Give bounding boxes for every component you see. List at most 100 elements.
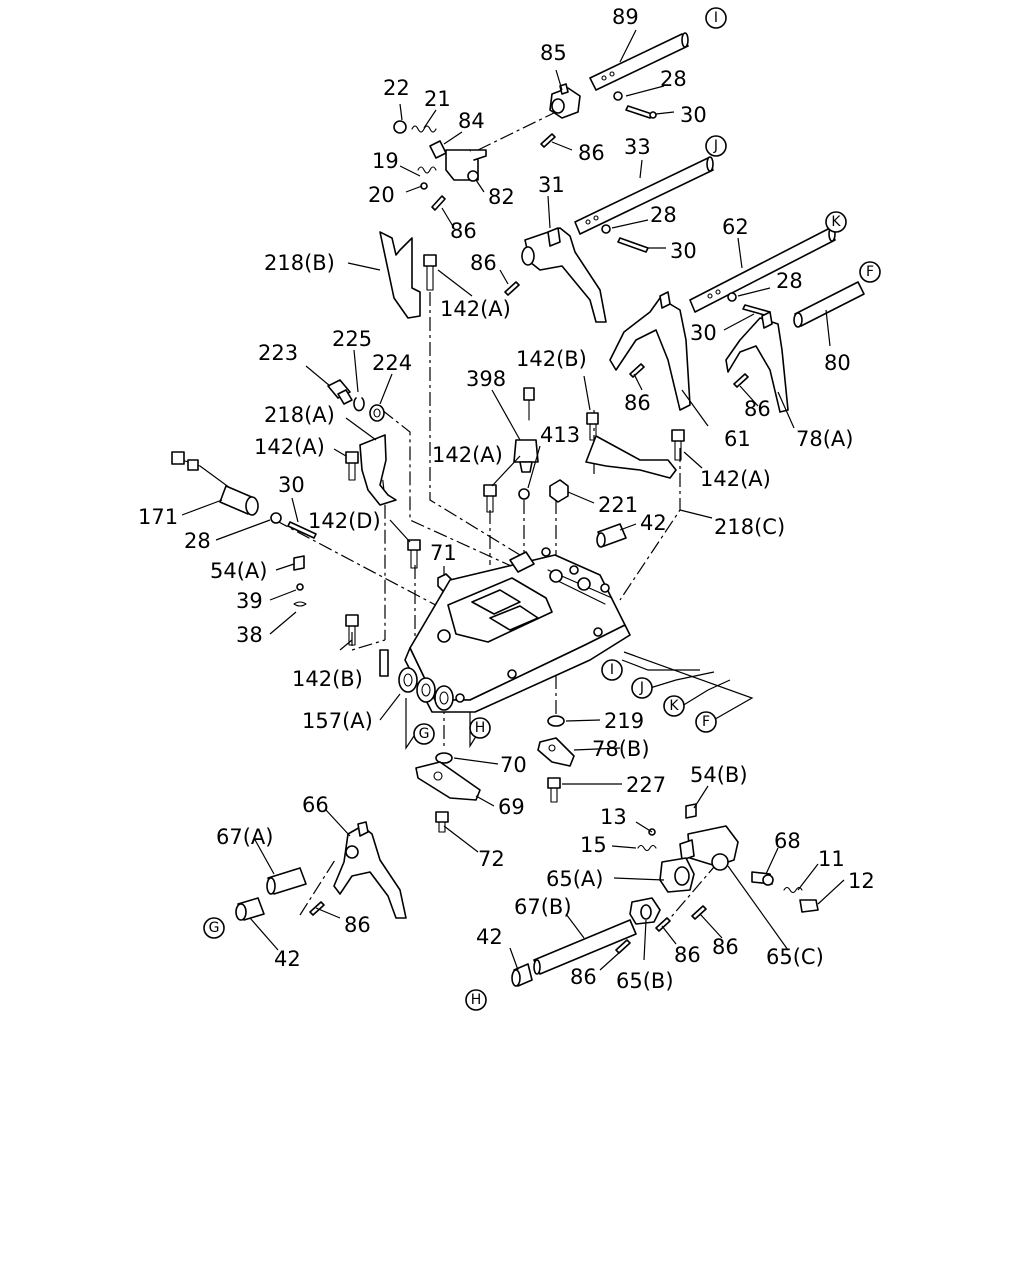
label-78b: 78(B) [592, 737, 650, 761]
label-142a-3: 142(A) [432, 443, 503, 467]
pin-86-fork78 [733, 373, 749, 388]
spring-11 [783, 886, 803, 894]
shift-fork-61 [609, 291, 691, 411]
block-65a [659, 857, 695, 893]
label-225: 225 [332, 327, 372, 351]
label-61: 61 [724, 427, 751, 451]
label-66: 66 [302, 793, 329, 817]
shift-rod-62 [689, 226, 836, 313]
label-67a: 67(A) [216, 825, 273, 849]
bolt-142a-center [483, 484, 497, 513]
marker-f-top-text: F [866, 264, 874, 280]
detent-parts [293, 555, 307, 607]
nut-221 [549, 479, 569, 503]
reference-markers: I J K F I J K F G H G H [203, 7, 881, 1011]
label-68: 68 [774, 829, 801, 853]
label-65b: 65(B) [616, 969, 674, 993]
label-33: 33 [624, 135, 651, 159]
marker-i-mid: I [601, 659, 623, 681]
pins-86-bottom [615, 905, 707, 954]
marker-h-bottom: H [465, 989, 487, 1011]
marker-f-mid: F [695, 711, 717, 733]
label-28-a: 28 [660, 67, 687, 91]
label-19: 19 [372, 149, 399, 173]
label-157a: 157(A) [302, 709, 373, 733]
label-42-b: 42 [476, 925, 503, 949]
rod-67a [266, 867, 307, 895]
rod-80 [793, 281, 865, 328]
bolt-72 [435, 811, 449, 833]
ball-28-mid [601, 224, 611, 234]
bracket-218c [585, 435, 677, 479]
label-218a: 218(A) [264, 403, 335, 427]
label-65c: 65(C) [766, 945, 824, 969]
bolt-142a-top [423, 254, 437, 291]
pin-86-top [540, 133, 556, 148]
label-86-c: 86 [470, 251, 497, 275]
marker-k-mid-text: K [669, 698, 679, 714]
label-21: 21 [424, 87, 451, 111]
ball-28-sensor [270, 512, 282, 524]
shift-cover-housing [379, 547, 631, 713]
label-142a-2: 142(A) [254, 435, 325, 459]
label-86-e: 86 [744, 397, 771, 421]
marker-h-mid: H [469, 717, 491, 739]
label-28-c: 28 [776, 269, 803, 293]
lever-78b [537, 737, 575, 767]
marker-k-top: K [825, 211, 847, 233]
label-13: 13 [600, 805, 627, 829]
sensor-171 [171, 451, 259, 516]
plug-42-top [596, 523, 627, 548]
label-85: 85 [540, 41, 567, 65]
marker-j-mid-text: J [639, 680, 644, 696]
label-72: 72 [478, 847, 505, 871]
part-labels: 89 85 28 30 22 21 84 86 19 20 82 86 33 3… [138, 5, 875, 993]
spring-15 [637, 844, 657, 852]
label-86-i: 86 [570, 965, 597, 989]
marker-i-mid-text: I [610, 662, 614, 678]
pin-30-mid [617, 237, 649, 253]
bolt-142a-left [345, 451, 359, 481]
label-62: 62 [722, 215, 749, 239]
shift-fork-66 [333, 821, 407, 919]
label-227: 227 [626, 773, 666, 797]
bolt-142b-left [345, 614, 359, 646]
label-30-a: 30 [680, 103, 707, 127]
lever-69 [415, 761, 481, 801]
shift-rod-89 [589, 32, 689, 91]
label-142b-2: 142(B) [292, 667, 363, 691]
label-20: 20 [368, 183, 395, 207]
label-12: 12 [848, 869, 875, 893]
washer-225 [353, 397, 365, 412]
pin-86-fork61 [629, 363, 645, 378]
washer-224 [369, 404, 385, 422]
interlock-assembly [393, 120, 487, 211]
label-86-b: 86 [450, 219, 477, 243]
shift-rod-33 [574, 156, 714, 235]
label-30-c: 30 [690, 321, 717, 345]
shift-fork-31 [521, 227, 607, 323]
label-54a: 54(A) [210, 559, 267, 583]
plug-42-left [235, 897, 265, 921]
label-30-d: 30 [278, 473, 305, 497]
block-65c [679, 825, 739, 871]
label-86-f: 86 [344, 913, 371, 937]
shift-block-85 [549, 83, 581, 119]
label-221: 221 [598, 493, 638, 517]
plug-223 [327, 379, 353, 405]
label-218c: 218(C) [714, 515, 785, 539]
pin-54b [685, 803, 697, 819]
bolt-227 [547, 777, 561, 803]
label-89: 89 [612, 5, 639, 29]
label-54b: 54(B) [690, 763, 748, 787]
label-71: 71 [430, 541, 457, 565]
marker-g-mid: G [413, 723, 435, 745]
shift-fork-78a [725, 311, 789, 413]
label-142a-4: 142(A) [700, 467, 771, 491]
pin-86-mid [504, 281, 520, 296]
label-65a: 65(A) [546, 867, 603, 891]
block-65b [629, 897, 661, 925]
pin-30-sensor [287, 521, 317, 539]
